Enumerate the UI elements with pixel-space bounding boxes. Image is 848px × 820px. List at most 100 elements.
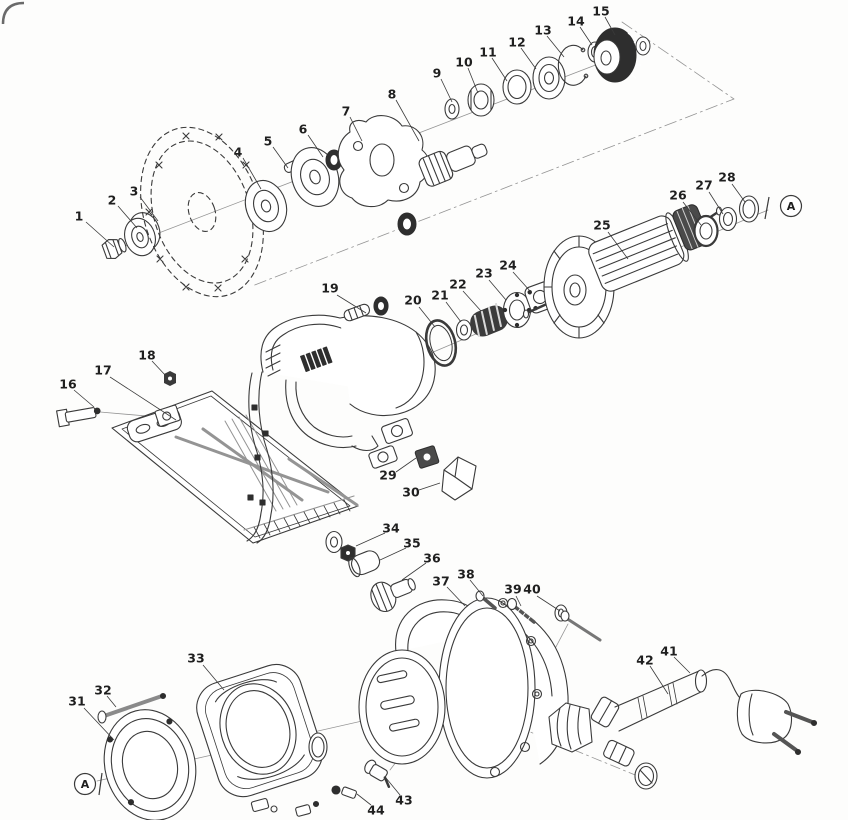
cord-ferrule bbox=[590, 696, 620, 728]
through-bolt bbox=[97, 692, 167, 724]
callout-leader-14 bbox=[579, 26, 593, 46]
callout-leader-6 bbox=[307, 134, 324, 158]
washer-21 bbox=[455, 319, 473, 341]
circlip bbox=[557, 44, 589, 86]
blade-bolt bbox=[101, 238, 127, 259]
callout-leader-32 bbox=[106, 695, 117, 708]
callout-leader-3 bbox=[139, 196, 159, 222]
coupling-spring bbox=[470, 302, 508, 338]
screw-43 bbox=[364, 759, 391, 788]
callout-leader-11 bbox=[491, 57, 508, 82]
lock-nut bbox=[164, 371, 176, 386]
power-plug bbox=[736, 689, 818, 756]
callout-leader-39 bbox=[515, 595, 522, 607]
callout-label-40: 40 bbox=[523, 582, 541, 597]
screw-44 bbox=[331, 785, 357, 799]
callout-leader-37 bbox=[446, 586, 466, 607]
callout-leader-41 bbox=[673, 656, 691, 674]
callout-label-32: 32 bbox=[94, 683, 111, 698]
callout-leader-38 bbox=[469, 579, 484, 597]
callout-leader-24 bbox=[512, 271, 531, 292]
power-cord bbox=[701, 669, 741, 699]
guide-rails bbox=[174, 414, 359, 512]
callout-leader-5 bbox=[272, 146, 289, 169]
callout-label-44: 44 bbox=[367, 803, 385, 818]
callout-label-25: 25 bbox=[593, 218, 610, 233]
callout-label-29: 29 bbox=[379, 468, 396, 483]
bearing-cover-ring bbox=[103, 709, 197, 820]
gear-housing bbox=[260, 296, 436, 469]
callout-leader-27 bbox=[708, 191, 724, 215]
callout-label-37: 37 bbox=[432, 574, 449, 589]
callout-label-11: 11 bbox=[479, 45, 496, 60]
callout-leader-33 bbox=[202, 664, 225, 691]
spindle-washer bbox=[444, 98, 460, 120]
corner-artifact bbox=[1, 1, 25, 25]
callout-leader-17 bbox=[109, 376, 177, 421]
callout-leader-44 bbox=[356, 793, 372, 806]
callout-label-34: 34 bbox=[382, 521, 400, 536]
callout-label-31: 31 bbox=[68, 694, 85, 709]
callout-label-6: 6 bbox=[299, 122, 308, 137]
assembly-marker-circle-0 bbox=[779, 194, 803, 218]
callout-label-42: 42 bbox=[636, 653, 653, 668]
inner-flange bbox=[244, 179, 288, 233]
callout-label-1: 1 bbox=[75, 209, 84, 224]
washer-27 bbox=[718, 206, 738, 232]
callout-label-36: 36 bbox=[423, 551, 441, 566]
armature bbox=[522, 204, 723, 339]
callout-label-7: 7 bbox=[342, 104, 351, 119]
callout-leader-15 bbox=[604, 16, 616, 36]
bearing-bushing bbox=[325, 149, 417, 236]
callout-leader-42 bbox=[649, 665, 669, 695]
ball-bearing-12 bbox=[532, 56, 566, 100]
callout-leader-36 bbox=[401, 562, 427, 581]
screw-40 bbox=[554, 604, 602, 642]
assembly-marker-label-0: A bbox=[787, 200, 796, 213]
callout-label-26: 26 bbox=[669, 188, 687, 203]
callout-leader-20 bbox=[418, 306, 436, 328]
callout-leader-19 bbox=[336, 294, 367, 314]
outer-flange bbox=[124, 212, 161, 257]
callout-leader-25 bbox=[607, 231, 629, 260]
stator bbox=[196, 664, 323, 798]
callout-leader-12 bbox=[520, 47, 537, 70]
callout-label-27: 27 bbox=[695, 178, 712, 193]
screw-39 bbox=[506, 597, 536, 624]
callout-label-19: 19 bbox=[321, 281, 338, 296]
callout-leader-7 bbox=[349, 116, 363, 142]
callout-leader-29 bbox=[395, 457, 417, 473]
spindle-gear bbox=[418, 143, 488, 187]
callout-label-22: 22 bbox=[449, 277, 466, 292]
bearing-plate bbox=[337, 115, 430, 208]
callout-label-15: 15 bbox=[592, 4, 609, 19]
assembly-marker-tick-1 bbox=[98, 772, 103, 796]
callout-label-3: 3 bbox=[130, 184, 139, 199]
assembly-marker-label-1: A bbox=[81, 778, 90, 791]
brush-holder bbox=[603, 739, 635, 767]
callout-label-8: 8 bbox=[388, 87, 397, 102]
callout-leader-22 bbox=[462, 290, 482, 312]
spindle-nut bbox=[467, 83, 495, 117]
callout-label-9: 9 bbox=[433, 66, 442, 81]
callout-label-14: 14 bbox=[567, 14, 585, 29]
callout-leader-23 bbox=[488, 279, 507, 301]
callout-label-33: 33 bbox=[187, 651, 204, 666]
cord-guard bbox=[614, 669, 708, 732]
callout-label-39: 39 bbox=[504, 582, 521, 597]
callout-label-35: 35 bbox=[403, 536, 420, 551]
callout-label-41: 41 bbox=[660, 644, 677, 659]
callout-leader-31 bbox=[83, 707, 115, 741]
callout-leader-18 bbox=[151, 360, 167, 377]
retainer-ring-11 bbox=[502, 69, 532, 105]
callout-leader-34 bbox=[355, 532, 386, 547]
callout-label-5: 5 bbox=[264, 134, 273, 149]
callout-label-30: 30 bbox=[402, 485, 420, 500]
callout-label-4: 4 bbox=[234, 145, 243, 160]
screw-38 bbox=[475, 590, 497, 610]
bushing-35 bbox=[348, 550, 381, 578]
callout-leader-16 bbox=[73, 389, 95, 408]
